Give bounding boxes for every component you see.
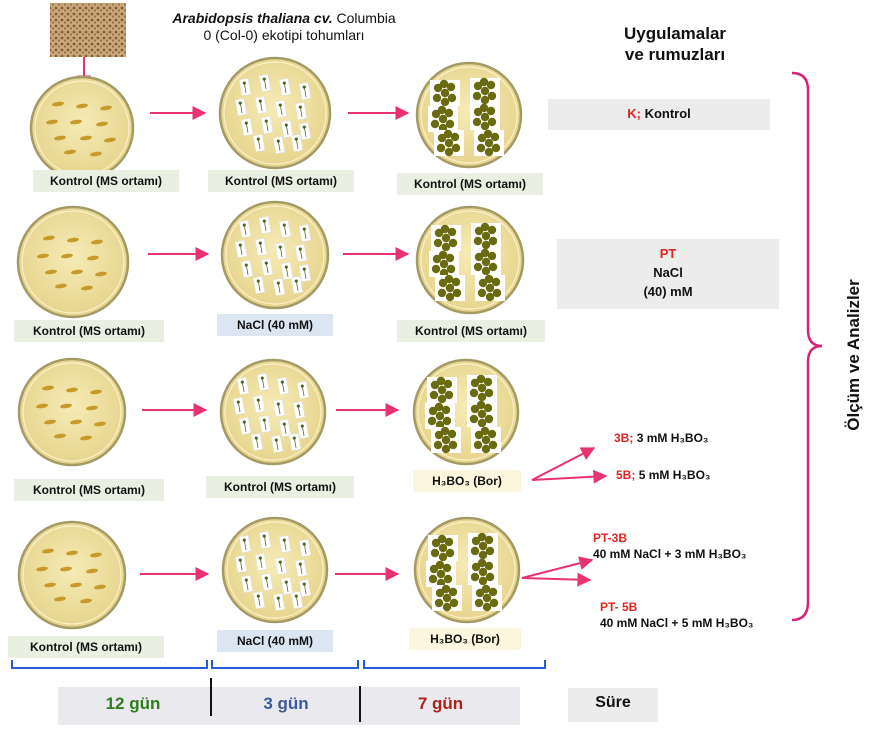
treatment-k-code: K;	[627, 106, 641, 121]
treatment-pt3b-code: PT-3B	[593, 530, 746, 546]
label-kontrol: Kontrol (MS ortamı)	[397, 320, 545, 342]
treatment-pt-code: PT	[557, 244, 779, 263]
seed-plate	[18, 207, 128, 317]
rosette	[434, 130, 464, 156]
treatment-pt5b-code: PT- 5B	[600, 599, 753, 615]
label-kontrol: Kontrol (MS ortamı)	[208, 170, 354, 192]
duration-label: Süre	[568, 694, 658, 712]
rosette	[471, 427, 501, 453]
rosette	[475, 275, 505, 301]
seed-plate	[31, 77, 133, 179]
label-kontrol: Kontrol (MS ortamı)	[14, 479, 164, 501]
rosette	[426, 561, 456, 587]
label-h3bo3: H₃BO₃ (Bor)	[409, 628, 521, 650]
treatment-pt3b-text: 40 mM NaCl + 3 mM H₃BO₃	[593, 546, 746, 562]
treatment-k: K; Kontrol	[548, 106, 770, 121]
branch-arrow-3b	[532, 448, 594, 480]
rosette	[470, 104, 500, 130]
treatment-pt-line3: (40) mM	[557, 282, 779, 301]
branch-arrow-pt3b	[522, 560, 592, 578]
title: Arabidopsis thaliana cv. Columbia 0 (Col…	[150, 10, 418, 44]
label-h3bo3: H₃BO₃ (Bor)	[413, 470, 521, 492]
treatment-pt: PT NaCl (40) mM	[557, 244, 779, 301]
rosette	[471, 223, 501, 249]
rosette	[468, 559, 498, 585]
treatment-5b: 5B; 5 mM H₃BO₃	[616, 468, 710, 482]
treatment-pt3b: PT-3B 40 mM NaCl + 3 mM H₃BO₃	[593, 530, 746, 562]
timeline	[12, 660, 545, 668]
label-kontrol: Kontrol (MS ortamı)	[8, 636, 164, 658]
rosette	[431, 427, 461, 453]
seed-photo	[50, 3, 126, 57]
header-treatments: Uygulamalar ve rumuzları	[594, 23, 756, 65]
treatment-3b-text: 3 mM H₃BO₃	[637, 431, 709, 445]
title-line2: 0 (Col-0) ekotipi tohumları	[203, 27, 364, 43]
rosette-plate	[415, 518, 519, 622]
rosette	[428, 106, 458, 132]
header-line1: Uygulamalar	[594, 23, 756, 44]
duration-3-days: 3 gün	[212, 694, 360, 714]
timeline-segment-3	[364, 660, 545, 668]
treatment-3b-code: 3B;	[614, 431, 633, 445]
seed-plate	[19, 359, 125, 465]
treatment-pt5b: PT- 5B 40 mM NaCl + 5 mM H₃BO₃	[600, 599, 753, 631]
rosette	[425, 403, 455, 429]
seedling-plate	[220, 58, 330, 168]
rosette	[430, 80, 460, 106]
rosette	[432, 585, 462, 611]
treatment-3b: 3B; 3 mM H₃BO₃	[614, 431, 708, 445]
rosette	[471, 249, 501, 275]
label-kontrol: Kontrol (MS ortamı)	[33, 170, 179, 192]
rosette-plate	[417, 63, 521, 167]
rosette	[472, 585, 502, 611]
treatment-5b-text: 5 mM H₃BO₃	[639, 468, 711, 482]
label-nacl: NaCl (40 mM)	[217, 314, 333, 336]
title-species-rest: Columbia	[337, 10, 396, 26]
analysis-brace	[792, 73, 822, 620]
measurement-analysis-label: Ölçüm ve Analizler	[844, 279, 864, 430]
rosette	[427, 377, 457, 403]
rosette	[429, 251, 459, 277]
seedling-plate	[222, 202, 328, 308]
rosette	[428, 535, 458, 561]
rosette	[431, 225, 461, 251]
title-species-italic: Arabidopsis thaliana cv.	[172, 10, 332, 26]
treatment-pt5b-text: 40 mM NaCl + 5 mM H₃BO₃	[600, 615, 753, 631]
rosette	[435, 275, 465, 301]
rosette-plate	[417, 207, 523, 313]
label-kontrol: Kontrol (MS ortamı)	[14, 320, 164, 342]
duration-7-days: 7 gün	[361, 694, 520, 714]
seedling-plate	[221, 360, 325, 464]
branch-arrow-5b	[532, 476, 606, 480]
treatment-5b-code: 5B;	[616, 468, 635, 482]
treatment-k-text: Kontrol	[645, 106, 691, 121]
label-nacl: NaCl (40 mM)	[217, 630, 333, 652]
timeline-segment-1	[12, 660, 207, 668]
rosette	[467, 401, 497, 427]
rosette-plate	[414, 360, 518, 464]
label-kontrol: Kontrol (MS ortamı)	[206, 476, 354, 498]
rosette	[470, 78, 500, 104]
duration-12-days: 12 gün	[58, 694, 208, 714]
seed-plate	[19, 522, 125, 628]
rosette	[468, 533, 498, 559]
rosette	[467, 375, 497, 401]
branch-arrow-pt5b	[522, 578, 590, 580]
treatment-pt-line2: NaCl	[557, 263, 779, 282]
rosette	[474, 130, 504, 156]
header-line2: ve rumuzları	[594, 44, 756, 65]
seedling-plate	[223, 518, 327, 622]
timeline-segment-2	[212, 660, 358, 668]
label-kontrol: Kontrol (MS ortamı)	[397, 173, 543, 195]
